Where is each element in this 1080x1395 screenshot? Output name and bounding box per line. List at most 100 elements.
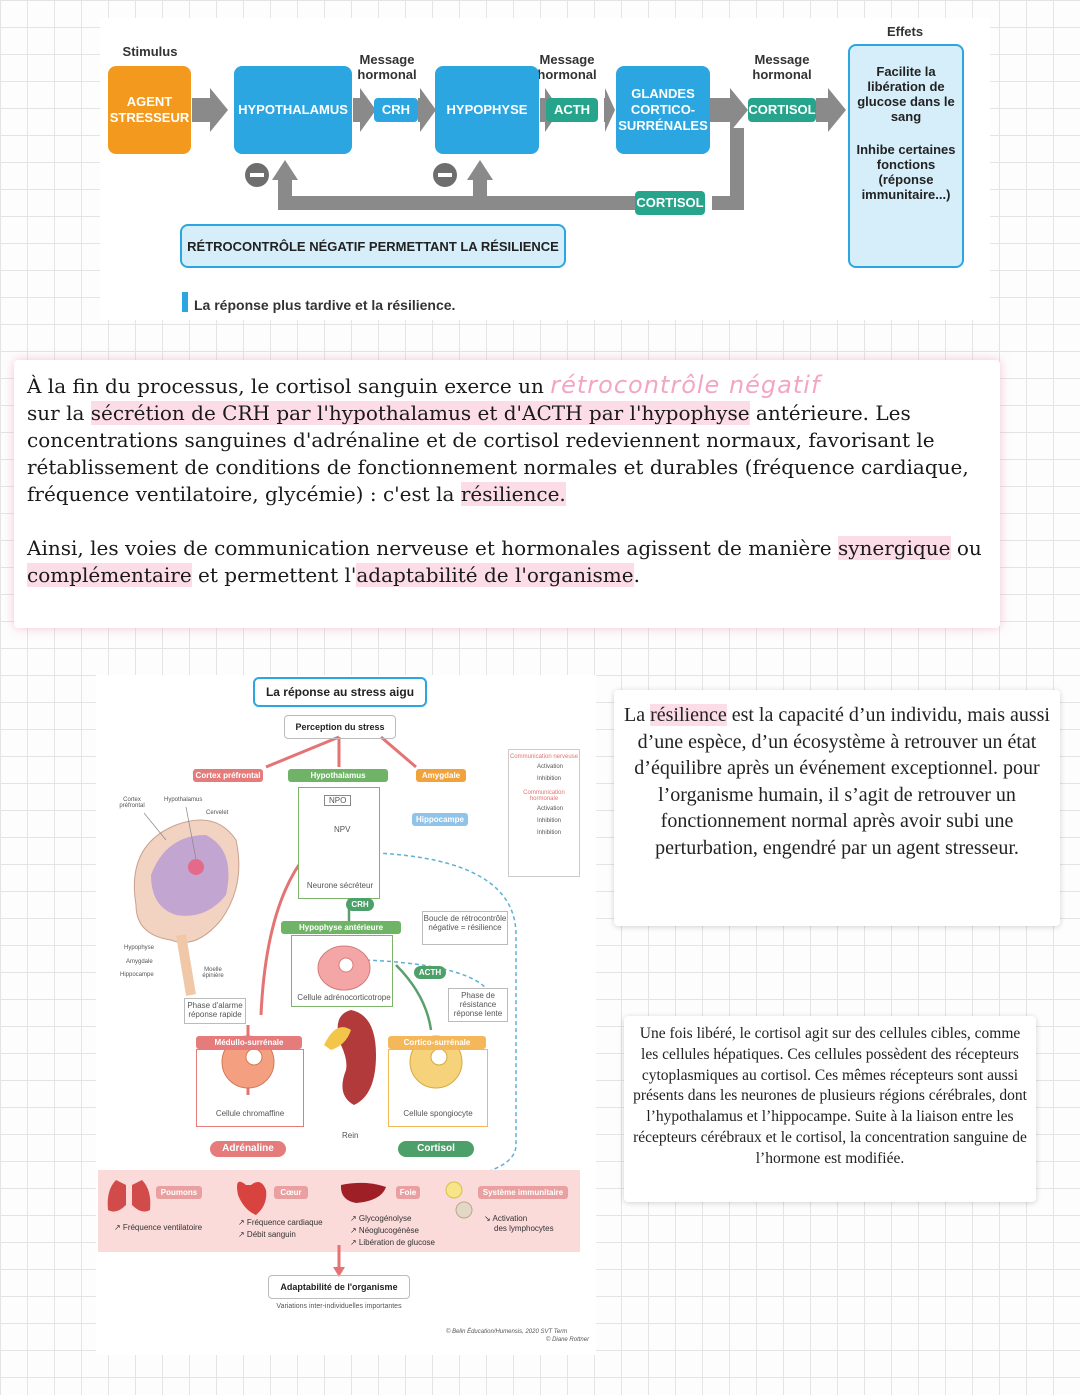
cortex-prefrontal-tag: Cortex préfrontal xyxy=(193,769,263,782)
brain-label-amygdale: Amygdale xyxy=(126,959,153,965)
message-label: Message hormonal xyxy=(752,52,812,82)
handwritten-retrocontrole: rétrocontrôle négatif xyxy=(550,371,821,399)
note-text: À la fin du processus, le cortisol sangu… xyxy=(27,374,551,398)
resilience-text: La résilience est la capacité d’un indiv… xyxy=(614,690,1060,861)
poumons-tag: Poumons xyxy=(156,1186,202,1199)
arrow-agent-hypothalamus xyxy=(192,88,228,132)
legend-nerveuse: Communication nerveuse xyxy=(509,754,579,760)
brain-hypothalamus-marker xyxy=(188,859,204,875)
note-paragraph-1: À la fin du processus, le cortisol sangu… xyxy=(27,372,992,508)
highlight-adaptabilite: adaptabilité de l'organisme xyxy=(356,563,634,587)
feedback-arrow-hypophyse xyxy=(467,160,493,180)
note-text: ou xyxy=(950,536,982,560)
cortico-panel xyxy=(388,1049,488,1127)
coeur-tag: Cœur xyxy=(274,1186,308,1199)
note-text: et permettent l' xyxy=(191,563,357,587)
arrow-cortisol-effets xyxy=(816,88,846,132)
neurone-label: Neurone sécréteur xyxy=(306,881,374,890)
highlight-synergique: synergique xyxy=(837,536,951,560)
legend-inhibition-3: Inhibition xyxy=(537,830,562,836)
arrow-acth-glandes xyxy=(604,88,615,132)
eff-coeur-1: ↗ Fréquence cardiaque xyxy=(238,1218,323,1227)
cortisol-tag: Cortisol xyxy=(398,1141,474,1157)
text: est la capacité d’un individu, mais auss… xyxy=(634,704,1050,859)
highlight: sécrétion de CRH par l'hypothalamus et d… xyxy=(90,401,750,425)
brain-label-moelle: Moelle épinière xyxy=(202,967,224,979)
hypophyse-box: HYPOPHYSE xyxy=(435,66,539,154)
npo-label: NPO xyxy=(324,795,352,806)
rein-label: Rein xyxy=(342,1131,359,1140)
legend-inhibition: Inhibition xyxy=(537,776,562,782)
note-text: Ainsi, les voies de communication nerveu… xyxy=(27,536,838,560)
eff-immun-2: des lymphocytes xyxy=(494,1224,554,1233)
arrow-hypothalamus-crh xyxy=(353,88,376,132)
feedback-banner: RÉTROCONTRÔLE NÉGATIF PERMETTANT LA RÉSI… xyxy=(180,224,566,268)
amygdale-tag: Amygdale xyxy=(416,769,466,782)
eff-coeur-2: ↗ Débit sanguin xyxy=(238,1230,296,1239)
arrow-crh-hypophyse xyxy=(418,88,436,132)
stress-title: La réponse au stress aigu xyxy=(253,677,427,707)
message-label: Message hormonal xyxy=(537,52,597,82)
hypophyse-anterieure-tag: Hypophyse antérieure xyxy=(281,921,401,934)
medullo-panel xyxy=(196,1049,304,1127)
kidney-icon xyxy=(337,1010,376,1105)
hypophyse-panel xyxy=(291,935,393,1007)
note-text: sur la xyxy=(27,401,91,425)
foie-tag: Foie xyxy=(396,1186,420,1199)
phase-resistance-box: Phase de résistance réponse lente xyxy=(448,988,508,1022)
heart-icon xyxy=(237,1181,267,1215)
perception-box: Perception du stress xyxy=(284,715,396,739)
crh-tag: CRH xyxy=(346,898,374,911)
systeme-immunitaire-tag: Système immunitaire xyxy=(478,1186,568,1199)
eff-poumons: ↗ Fréquence ventilatoire xyxy=(114,1223,203,1232)
hypothalamus-tag: Hypothalamus xyxy=(288,769,388,782)
boucle-box: Boucle de rétrocontrôle négative = résil… xyxy=(422,911,508,945)
stimulus-label: Stimulus xyxy=(122,44,178,59)
variations-label: Variations inter-individuelles important… xyxy=(276,1303,402,1310)
agent-stresseur-box: AGENT STRESSEUR xyxy=(108,66,191,154)
stress-response-diagram: La réponse au stress aigu Perception du … xyxy=(96,675,596,1355)
diagram-arrows xyxy=(192,88,846,210)
note-text: . xyxy=(633,563,640,587)
effect-inhibe: Inhibe certaines fonctions (réponse immu… xyxy=(856,142,956,202)
cortisol-card: Une fois libéré, le cortisol agit sur de… xyxy=(624,1016,1036,1202)
note-text: antérieure. Les concentrations sanguines… xyxy=(27,401,969,506)
eff-foie-2: ↗ Néoglucogénèse xyxy=(350,1226,419,1235)
cortico-surrenale-tag: Cortico-surrénale xyxy=(388,1036,486,1049)
effect-glucose: Facilite la libération de glucose dans l… xyxy=(857,64,955,124)
legend-hormonale: Communication hormonale xyxy=(523,790,565,802)
legend-inhibition-2: Inhibition xyxy=(537,818,562,824)
legend-activation-2: Activation xyxy=(537,806,564,812)
stress-diagram-graphics xyxy=(98,735,580,1277)
eff-immun-1: ↘ Activation xyxy=(484,1214,528,1223)
hippocampe-tag: Hippocampe xyxy=(412,813,468,826)
text: La xyxy=(624,704,651,726)
crh-box: CRH xyxy=(374,98,418,122)
eff-foie-3: ↗ Libération de glucose xyxy=(350,1238,435,1247)
lymphocyte-icon xyxy=(445,1181,463,1199)
liver-icon xyxy=(340,1182,386,1203)
cortisol-text: Une fois libéré, le cortisol agit sur de… xyxy=(633,1025,1027,1167)
highlight-resilience: résilience xyxy=(650,704,727,726)
acth-box: ACTH xyxy=(546,98,598,122)
cellule-chromaffine-label: Cellule chromaffine xyxy=(215,1109,285,1118)
hpa-axis-diagram: Stimulus Message hormonal Message hormon… xyxy=(100,18,990,320)
caption-bar xyxy=(182,292,188,312)
highlight-resilience: résilience. xyxy=(460,482,566,506)
brain-label-hypothalamus: Hypothalamus xyxy=(164,797,203,803)
note-paragraph-2: Ainsi, les voies de communication nerveu… xyxy=(27,535,992,589)
brain-label-cortex: Cortex préfrontal xyxy=(119,797,145,809)
arrow-glandes-cortisol xyxy=(710,88,748,132)
brain-label-hippocampe: Hippocampe xyxy=(120,972,154,978)
phase-alarme-box: Phase d'alarme réponse rapide xyxy=(184,998,246,1024)
credit-2: © Diane Rottner xyxy=(546,1337,590,1343)
brain-label-cervelet: Cervelet xyxy=(206,810,229,816)
caption: La réponse plus tardive et la résilience… xyxy=(194,297,456,313)
cellule-adreno-label: Cellule adrénocorticotrope xyxy=(297,993,391,1002)
hypothalamus-box: HYPOTHALAMUS xyxy=(234,66,352,154)
eff-foie-1: ↗ Glycogénolyse xyxy=(350,1214,412,1223)
adrenaline-tag: Adrénaline xyxy=(210,1141,286,1157)
acth-tag: ACTH xyxy=(414,966,446,979)
highlight-complementaire: complémentaire xyxy=(27,563,192,587)
resilience-card: La résilience est la capacité d’un indiv… xyxy=(614,690,1060,926)
